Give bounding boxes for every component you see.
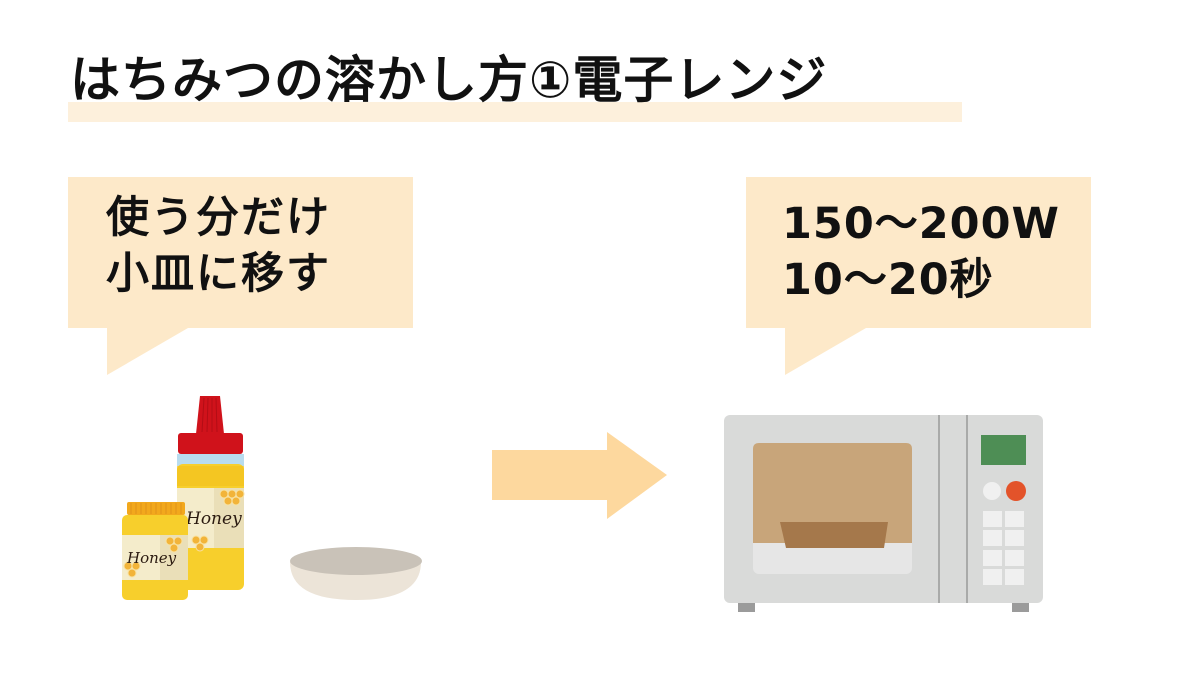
microwave-icon xyxy=(724,415,1043,612)
bubble-left-text: 使う分だけ 小皿に移す xyxy=(106,190,331,302)
honey-jar-icon: Honey xyxy=(122,502,188,600)
honey-bottle-icon: Honey xyxy=(177,396,245,590)
bubble-left-line2: 小皿に移す xyxy=(106,249,331,299)
small-plate-icon xyxy=(290,547,422,600)
title-underline xyxy=(68,102,962,122)
bubble-left-line1: 使う分だけ xyxy=(106,193,331,243)
title-block: はちみつの溶かし方①電子レンジ xyxy=(68,46,962,124)
svg-text:Honey: Honey xyxy=(185,509,242,529)
svg-text:Honey: Honey xyxy=(126,549,177,567)
bubble-right-line2: 10〜20秒 xyxy=(782,255,994,305)
page-title: はちみつの溶かし方①電子レンジ xyxy=(70,51,828,109)
bubble-right-text: 150〜200W 10〜20秒 xyxy=(782,196,1060,308)
bubble-right-line1: 150〜200W xyxy=(782,199,1060,249)
arrow-right-icon xyxy=(492,432,667,519)
